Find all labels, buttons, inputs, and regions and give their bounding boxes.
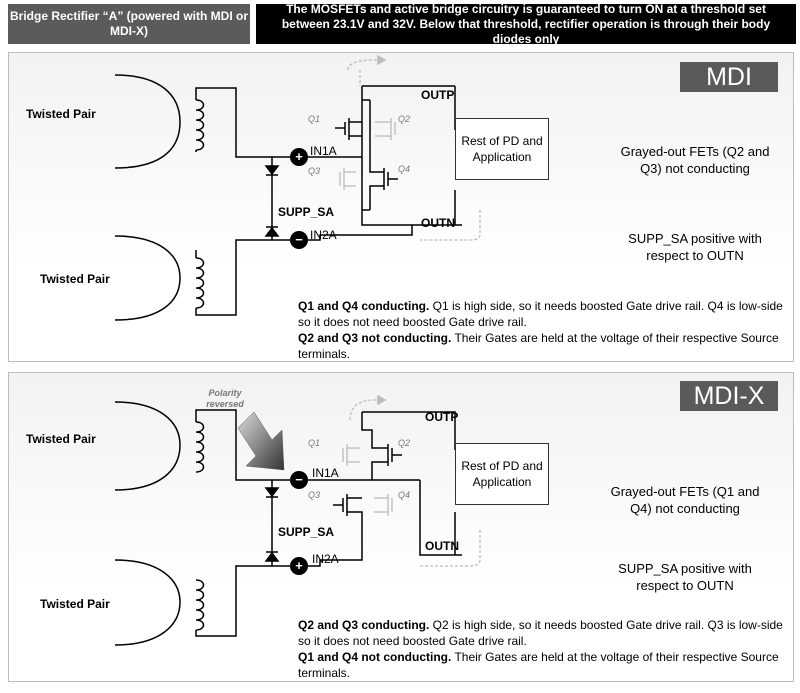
mode-label-mdi: MDI — [680, 62, 778, 92]
outp-label-x: OUTP — [425, 410, 459, 424]
grayed-fets-note-x: Grayed-out FETs (Q1 and Q4) not conducti… — [610, 484, 760, 516]
header-left-title: Bridge Rectifier “A” (powered with MDI o… — [8, 4, 250, 44]
rest-of-pd-box-x: Rest of PD and Application — [455, 443, 549, 505]
q2-label-x: Q2 — [398, 438, 411, 448]
q4-label-x: Q4 — [398, 490, 411, 500]
supp-sa-note-x: SUPP_SA positive with respect to OUTN — [618, 561, 752, 593]
twisted-pair-label-bottom-x: Twisted Pair — [40, 597, 110, 611]
mdi-x-schematic — [114, 401, 462, 646]
q4-label: Q4 — [398, 164, 411, 174]
twisted-pair-curve-bottom-x — [114, 559, 181, 646]
in2a-label: IN2A — [310, 228, 337, 242]
q1-label-x: Q1 — [308, 438, 321, 448]
mdi-schematic — [114, 74, 462, 321]
coil-bottom — [195, 257, 205, 309]
q2-label: Q2 — [398, 114, 411, 124]
rest-of-pd-box: Rest of PD and Application — [455, 118, 549, 180]
description-mdi-x: Q2 and Q3 conducting. Q2 is high side, s… — [298, 618, 783, 680]
in2a-terminal-x: + — [290, 557, 308, 575]
outn-label: OUTN — [421, 216, 455, 230]
polarity-reversed-label: Polarity reversed — [206, 388, 244, 409]
outp-label: OUTP — [421, 88, 455, 102]
twisted-pair-curve-top-x — [114, 401, 181, 491]
panel-mdi — [8, 52, 794, 362]
coil-top-x — [195, 421, 205, 473]
twisted-pair-label-top: Twisted Pair — [26, 107, 96, 121]
mdi-gray-fets — [339, 54, 481, 241]
in2a-terminal: − — [290, 231, 308, 249]
description-mdi: Q1 and Q4 conducting. Q1 is high side, s… — [298, 299, 783, 361]
in1a-label-x: IN1A — [312, 466, 339, 480]
header-right-note: The MOSFETs and active bridge circuitry … — [256, 2, 796, 46]
twisted-pair-label-top-x: Twisted Pair — [26, 432, 96, 446]
mode-label-mdi-x: MDI-X — [680, 381, 778, 411]
coil-top — [195, 99, 205, 151]
in1a-terminal: + — [290, 148, 308, 166]
grayed-fets-note: Grayed-out FETs (Q2 and Q3) not conducti… — [620, 144, 770, 176]
q3-label: Q3 — [308, 166, 321, 176]
polarity-arrow — [237, 411, 285, 471]
in2a-label-x: IN2A — [312, 552, 339, 566]
supp-sa-note: SUPP_SA positive with respect to OUTN — [628, 231, 762, 263]
in1a-label: IN1A — [310, 144, 337, 158]
in1a-terminal-x: − — [290, 471, 308, 489]
supp-sa-label: SUPP_SA — [278, 205, 335, 219]
coil-bottom-x — [195, 579, 205, 631]
q1-label: Q1 — [308, 114, 321, 124]
twisted-pair-label-bottom: Twisted Pair — [40, 272, 110, 286]
q3-label-x: Q3 — [308, 490, 321, 500]
supp-sa-label-x: SUPP_SA — [278, 525, 335, 539]
twisted-pair-curve-bottom — [114, 235, 181, 321]
mdi-x-gray-fets — [342, 394, 481, 567]
twisted-pair-curve-top — [114, 74, 181, 169]
outn-label-x: OUTN — [425, 539, 459, 553]
